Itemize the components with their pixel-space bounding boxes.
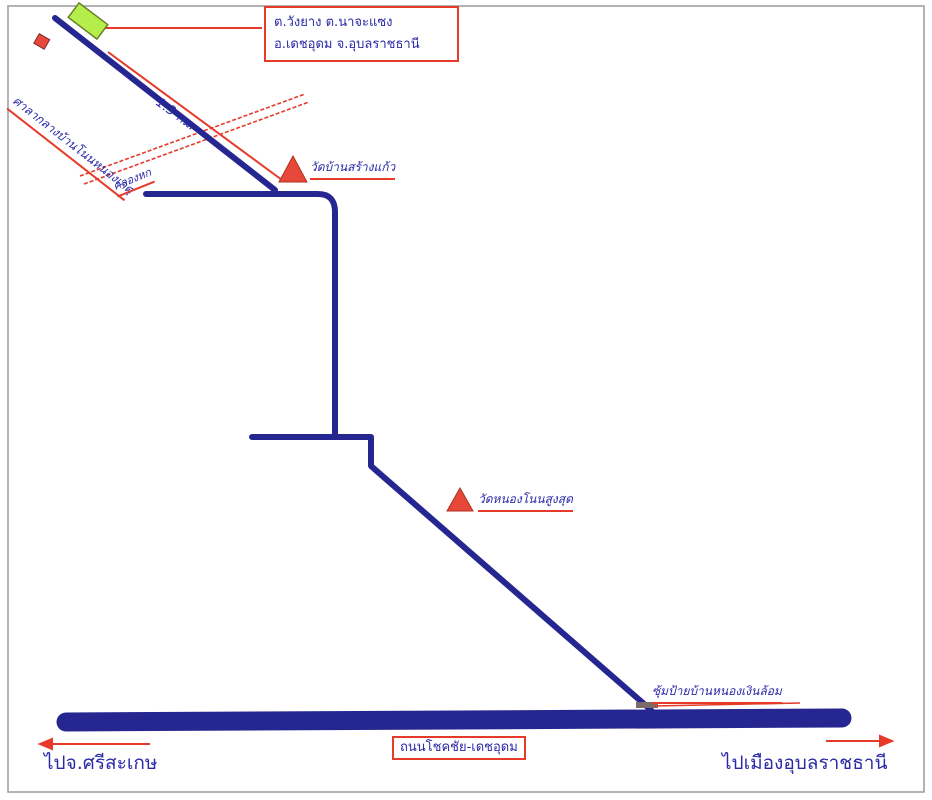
village-building-icon	[67, 1, 109, 41]
map-frame	[7, 5, 925, 793]
river	[79, 93, 310, 185]
highway-road	[56, 708, 852, 732]
distance-line	[107, 51, 283, 181]
temple-2-label: วัดหนองโนนสูงสุด	[478, 490, 573, 512]
junction-label: ซุ้มป้ายบ้านหนองเงินล้อม	[652, 682, 782, 704]
temple-2-icon	[446, 486, 474, 512]
address-box: ต.วังยาง ต.นาจะแซง อ.เดชอุดม จ.อุบลราชธา…	[264, 6, 459, 62]
address-line-2: อ.เดชอุดม จ.อุบลราชธานี	[274, 37, 420, 52]
highway-label: ถนนโชคชัย-เดชอุดม	[392, 736, 526, 760]
right-destination-label: ไปเมืองอุบลราชธานี	[722, 752, 888, 774]
left-destination-label: ไปจ.ศรีสะเกษ	[44, 752, 158, 774]
address-line-1: ต.วังยาง ต.นาจะแซง	[274, 15, 393, 30]
red-marker-icon	[33, 32, 51, 50]
junction-sign-icon	[636, 702, 658, 708]
local-road	[52, 15, 654, 713]
temple-1-icon	[278, 154, 308, 183]
right-arrow	[826, 734, 895, 748]
left-arrow	[37, 737, 150, 751]
temple-1-label: วัดบ้านสร้างแก้ว	[310, 158, 396, 180]
